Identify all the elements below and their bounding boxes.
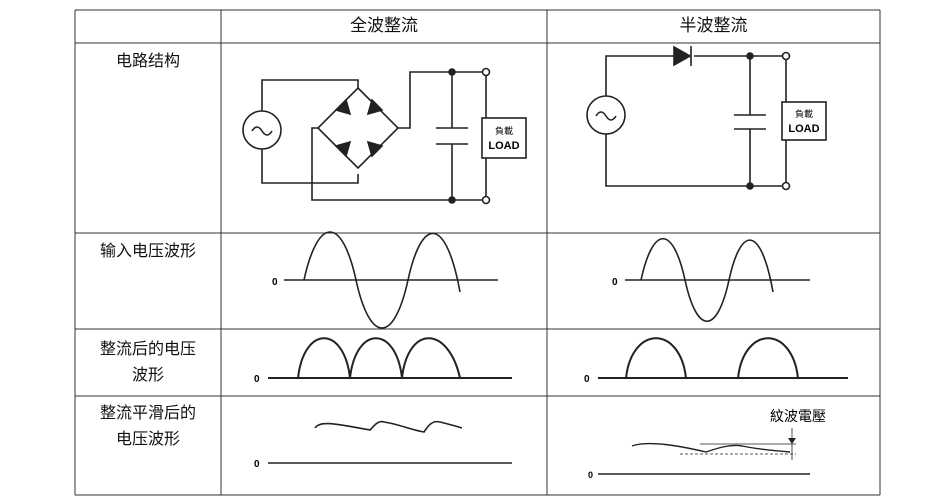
load-box [481, 117, 527, 159]
row-label-input: 输入电压波形 [76, 238, 220, 264]
row-label-smoothed: 整流平滑后的 电压波形 [76, 400, 220, 452]
load-label-bottom: LOAD [788, 123, 819, 135]
zero-label: 0 [612, 277, 618, 288]
zero-label: 0 [254, 459, 260, 470]
smoothed-waveform-full [268, 420, 512, 464]
load-label-top: 負載 [795, 108, 813, 119]
rectified-waveform-full [268, 337, 512, 379]
full-wave-circuit [242, 67, 527, 205]
ripple-arrow-icon [788, 438, 796, 444]
input-waveform-half [625, 237, 810, 323]
row-label-line: 整流后的电压 [99, 339, 196, 358]
zero-label: 0 [254, 374, 260, 385]
diode-icon [334, 98, 384, 158]
row-label-line: 波形 [131, 365, 164, 384]
row-label-circuit: 电路结构 [76, 48, 220, 74]
row-label-rectified: 整流后的电压 波形 [76, 336, 220, 388]
zero-label: 0 [584, 374, 590, 385]
row-label-line: 电路结构 [115, 51, 180, 70]
capacitor-icon [436, 127, 468, 145]
load-box [781, 101, 827, 141]
diode-icon [673, 45, 692, 67]
column-header-full-wave: 全波整流 [350, 16, 418, 36]
smoothed-waveform-half [598, 428, 810, 475]
load-label-top: 負載 [495, 125, 513, 136]
row-label-line: 输入电压波形 [99, 241, 196, 260]
input-waveform-full [284, 231, 498, 329]
capacitor-icon [734, 114, 766, 130]
rectified-waveform-half [598, 337, 848, 379]
row-label-line: 整流平滑后的 [99, 403, 196, 422]
load-label-bottom: LOAD [488, 140, 519, 152]
half-wave-circuit [586, 45, 827, 191]
ripple-voltage-label: 紋波電壓 [770, 408, 826, 424]
zero-label: 0 [272, 277, 278, 288]
row-label-line: 电压波形 [115, 429, 180, 448]
zero-label: 0 [588, 470, 593, 480]
column-header-half-wave: 半波整流 [679, 16, 748, 36]
